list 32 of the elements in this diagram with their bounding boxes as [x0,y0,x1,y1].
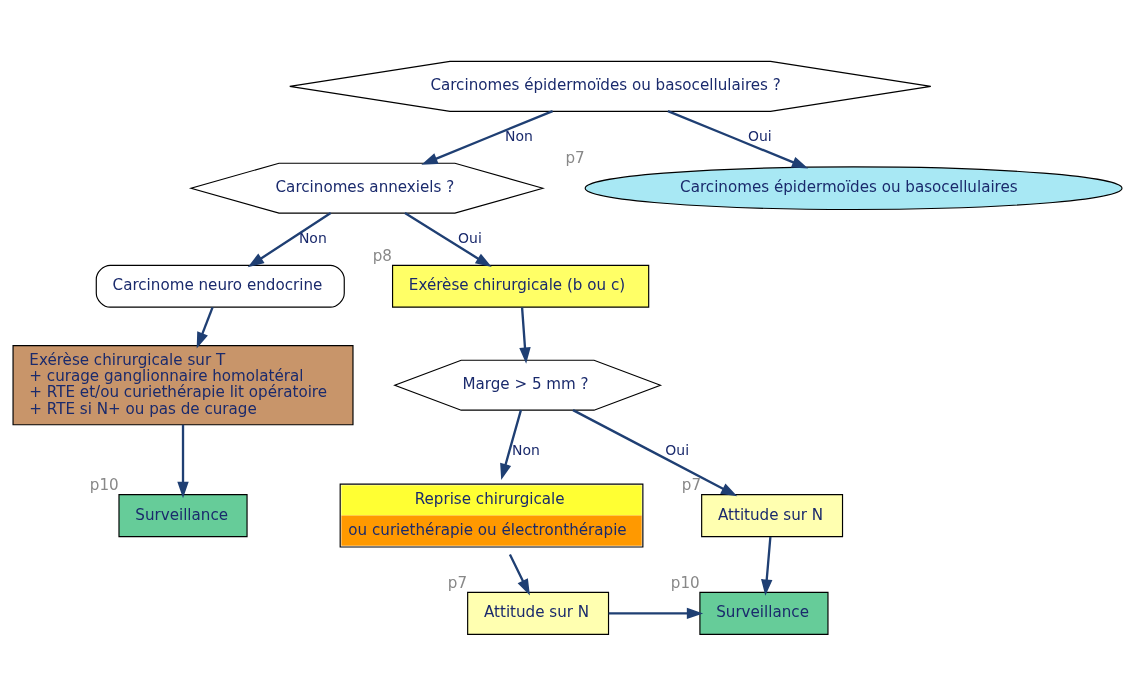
arrow [177,424,189,498]
arrow [247,211,332,267]
edge-label: Oui [458,229,482,246]
arrow [421,109,554,165]
node-label: p8 [372,246,393,265]
arrow [667,109,809,168]
edge-label: Oui [665,441,690,458]
arrow [508,553,530,595]
arrow [519,306,531,364]
node-box: Exérèse chirurgicale (b ou c) [392,264,650,308]
arrow [572,408,738,496]
node-box: Carcinome neuro endocrine [95,264,345,308]
node-box: Surveillance [118,493,248,537]
node-box: Attitude sur N [467,591,610,635]
edge-label: Non [511,441,540,458]
node-label: p7 [681,475,702,494]
node-box: Exérèse chirurgicale sur T + curage ganglionnaire homolatéral + RTE et/ou curiethérapie lit opératoire + RTE si N+ ou pas de curage [12,344,354,425]
edge-label: Non [298,229,327,246]
arrow [608,607,704,619]
edge-label: Non [504,127,533,144]
node-label: p10 [89,475,119,494]
arrow [196,306,214,349]
arrow [761,536,773,596]
edge-label: Oui [748,127,772,144]
arrow [500,409,523,480]
node-ellipse: Carcinomes épidermoïdes ou basocellulaires [584,165,1123,210]
node-box: Surveillance [699,591,829,635]
node-label: p10 [670,573,700,592]
node-box: Attitude sur N [701,493,844,537]
node-label: p7 [565,148,585,167]
arrow [404,211,492,267]
node-label: p7 [447,573,468,592]
